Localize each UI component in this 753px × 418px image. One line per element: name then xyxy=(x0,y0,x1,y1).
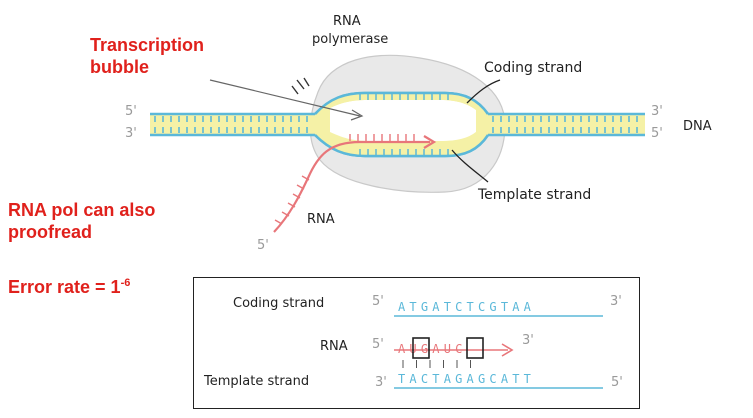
proofread-box-u2 xyxy=(466,337,484,359)
dna-right-duplex xyxy=(488,112,645,137)
seq-template-3: 3' xyxy=(375,375,387,390)
end-5-left-top: 5' xyxy=(125,104,137,119)
end-5-rna-tail: 5' xyxy=(257,238,269,253)
rna-base-tick xyxy=(281,211,290,217)
coding-strand-leader xyxy=(466,79,501,104)
error-rate-exponent: -6 xyxy=(120,277,131,289)
seq-coding-sequence: ATGATCTCGTAA xyxy=(398,300,536,314)
end-3-right-top: 3' xyxy=(651,104,663,119)
rna-arrowhead xyxy=(423,135,437,149)
coding-strand-label: Coding strand xyxy=(484,60,583,76)
rna-base-tick xyxy=(301,175,310,181)
seq-coding-3: 3' xyxy=(610,294,622,309)
error-rate-base: Error rate = 1 xyxy=(8,277,121,297)
proofread-annotation: RNA pol can also proofread xyxy=(8,199,155,243)
end-3-left-bottom: 3' xyxy=(125,126,137,141)
rna-base-tick xyxy=(274,219,283,225)
rna-base-tick xyxy=(296,184,305,190)
seq-rna-5: 5' xyxy=(372,337,384,352)
seq-template-sequence: TACTAGAGCATT xyxy=(398,372,536,386)
rna-base-tick xyxy=(287,202,296,208)
proofread-box-u1 xyxy=(412,337,430,359)
rna-base-tick xyxy=(292,193,301,199)
rna-label: RNA xyxy=(307,212,335,227)
template-strand-label: Template strand xyxy=(478,187,592,203)
bubble-pointer-arrow xyxy=(209,79,364,121)
transcription-line2: bubble xyxy=(90,57,149,77)
motion-marks xyxy=(291,77,310,95)
transcription-line1: Transcription xyxy=(90,35,205,55)
end-5-right-bottom: 5' xyxy=(651,126,663,141)
rna-polymerase-label-line1: RNA xyxy=(333,14,361,29)
dna-left-duplex xyxy=(150,112,315,137)
template-strand-leader xyxy=(451,149,489,183)
error-rate-annotation: Error rate = 1-6 xyxy=(8,272,130,298)
seq-coding-5: 5' xyxy=(372,294,384,309)
proofread-line1: RNA pol can also xyxy=(8,200,156,220)
seq-coding-label: Coding strand xyxy=(233,296,325,311)
seq-rna-sequence: AUGAUC xyxy=(398,342,467,356)
sequence-box xyxy=(193,277,640,409)
seq-rna-3: 3' xyxy=(522,333,534,348)
dna-label: DNA xyxy=(683,119,712,134)
transcription-bubble-annotation: Transcription bubble xyxy=(90,34,204,78)
seq-template-5: 5' xyxy=(611,375,623,390)
proofread-line2: proofread xyxy=(8,222,93,242)
seq-template-label: Template strand xyxy=(204,374,310,389)
rna-polymerase-label-line2: polymerase xyxy=(312,32,389,47)
seq-rna-label: RNA xyxy=(320,339,348,354)
